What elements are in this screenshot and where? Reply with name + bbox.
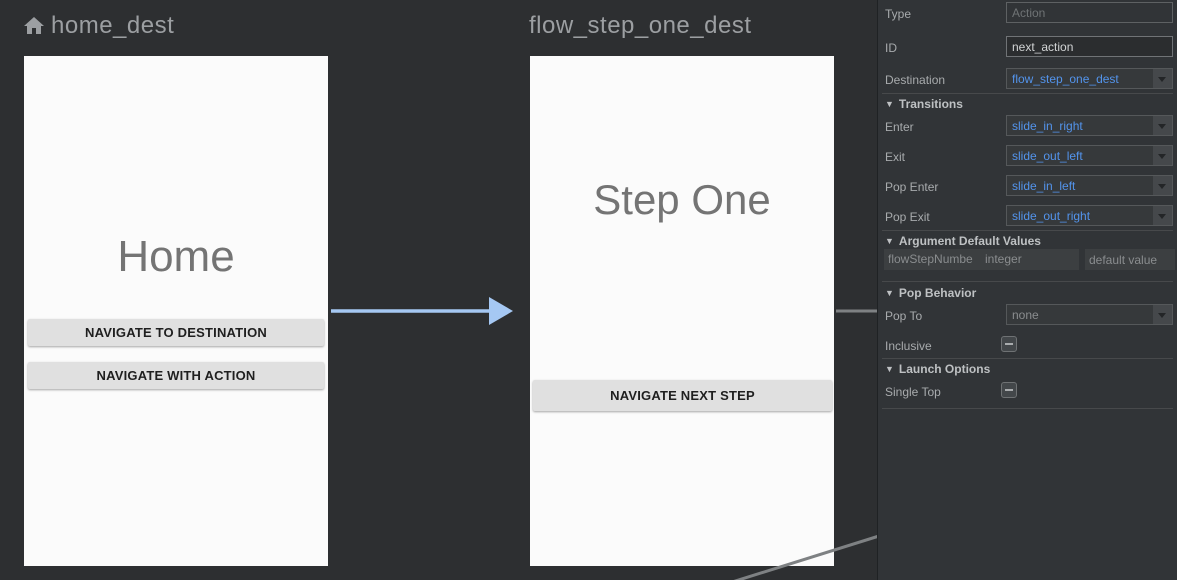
type-field[interactable]	[1006, 2, 1173, 23]
destination-preview-home[interactable]: Home NAVIGATE TO DESTINATION NAVIGATE WI…	[24, 56, 328, 566]
preview-button-navigate-with-action: NAVIGATE WITH ACTION	[28, 362, 324, 389]
pop-enter-transition-value: slide_in_left	[1012, 178, 1076, 193]
pop-exit-transition-value: slide_out_right	[1012, 208, 1091, 223]
pop-exit-label: Pop Exit	[885, 210, 930, 224]
separator	[882, 281, 1173, 282]
pop-enter-transition-select[interactable]: slide_in_left	[1006, 175, 1173, 196]
id-field[interactable]	[1006, 36, 1173, 57]
argument-name-cell: flowStepNumbe	[884, 249, 981, 270]
preview-text-step-one: Step One	[593, 176, 771, 223]
destination-select[interactable]: flow_step_one_dest	[1006, 68, 1173, 89]
collapse-triangle-icon: ▼	[885, 364, 894, 374]
pop-to-select[interactable]: none	[1006, 304, 1173, 325]
separator	[882, 230, 1173, 231]
exit-label: Exit	[885, 150, 906, 164]
destination-label: Destination	[885, 73, 946, 87]
chevron-down-icon	[1153, 69, 1172, 88]
argument-type-cell: integer	[981, 249, 1079, 270]
chevron-down-icon	[1153, 305, 1172, 324]
section-title: Argument Default Values	[898, 234, 1041, 248]
attributes-panel: Type ID Destination flow_step_one_dest ▼…	[877, 0, 1177, 580]
section-title: Pop Behavior	[898, 286, 977, 300]
pop-exit-transition-select[interactable]: slide_out_right	[1006, 205, 1173, 226]
id-label: ID	[885, 41, 897, 55]
chevron-down-icon	[1153, 176, 1172, 195]
inclusive-checkbox[interactable]	[1001, 336, 1017, 352]
type-label: Type	[885, 7, 912, 21]
section-header-transitions[interactable]: ▼ Transitions	[885, 97, 963, 111]
preview-button-navigate-next-step: NAVIGATE NEXT STEP	[533, 380, 832, 411]
pop-to-value: none	[1012, 307, 1039, 322]
enter-transition-value: slide_in_right	[1012, 118, 1083, 133]
chevron-down-icon	[1153, 206, 1172, 225]
preview-text-home: Home	[117, 232, 235, 281]
separator	[882, 408, 1173, 409]
destination-preview-step-one[interactable]: Step One NAVIGATE NEXT STEP	[530, 56, 834, 566]
separator	[882, 93, 1173, 94]
section-title: Launch Options	[898, 362, 991, 376]
single-top-label: Single Top	[885, 385, 941, 399]
collapse-triangle-icon: ▼	[885, 99, 894, 109]
argument-default-input[interactable]	[1089, 249, 1175, 270]
destination-title-home[interactable]: home_dest	[22, 12, 174, 40]
destination-value: flow_step_one_dest	[1012, 71, 1119, 86]
collapse-triangle-icon: ▼	[885, 288, 894, 298]
section-header-launch-options[interactable]: ▼ Launch Options	[885, 362, 990, 376]
separator	[882, 358, 1173, 359]
selected-action-arrowhead[interactable]	[489, 297, 513, 325]
enter-label: Enter	[885, 120, 914, 134]
destination-title-label: home_dest	[51, 12, 175, 39]
chevron-down-icon	[1153, 116, 1172, 135]
argument-default-cell[interactable]	[1085, 249, 1175, 270]
destination-title-step-one[interactable]: flow_step_one_dest	[529, 12, 752, 40]
section-header-pop-behavior[interactable]: ▼ Pop Behavior	[885, 286, 976, 300]
section-title: Transitions	[898, 97, 963, 111]
destination-title-label: flow_step_one_dest	[529, 12, 752, 39]
inclusive-label: Inclusive	[885, 339, 932, 353]
section-header-argument-defaults[interactable]: ▼ Argument Default Values	[885, 234, 1041, 248]
chevron-down-icon	[1153, 146, 1172, 165]
exit-transition-value: slide_out_left	[1012, 148, 1083, 163]
preview-button-navigate-to-destination: NAVIGATE TO DESTINATION	[28, 319, 324, 346]
exit-transition-select[interactable]: slide_out_left	[1006, 145, 1173, 166]
single-top-checkbox[interactable]	[1001, 382, 1017, 398]
nav-graph-canvas[interactable]: home_dest flow_step_one_dest Home NAVIGA…	[0, 0, 877, 580]
collapse-triangle-icon: ▼	[885, 236, 894, 246]
enter-transition-select[interactable]: slide_in_right	[1006, 115, 1173, 136]
home-icon	[24, 17, 44, 34]
pop-enter-label: Pop Enter	[885, 180, 939, 194]
pop-to-label: Pop To	[885, 309, 923, 323]
